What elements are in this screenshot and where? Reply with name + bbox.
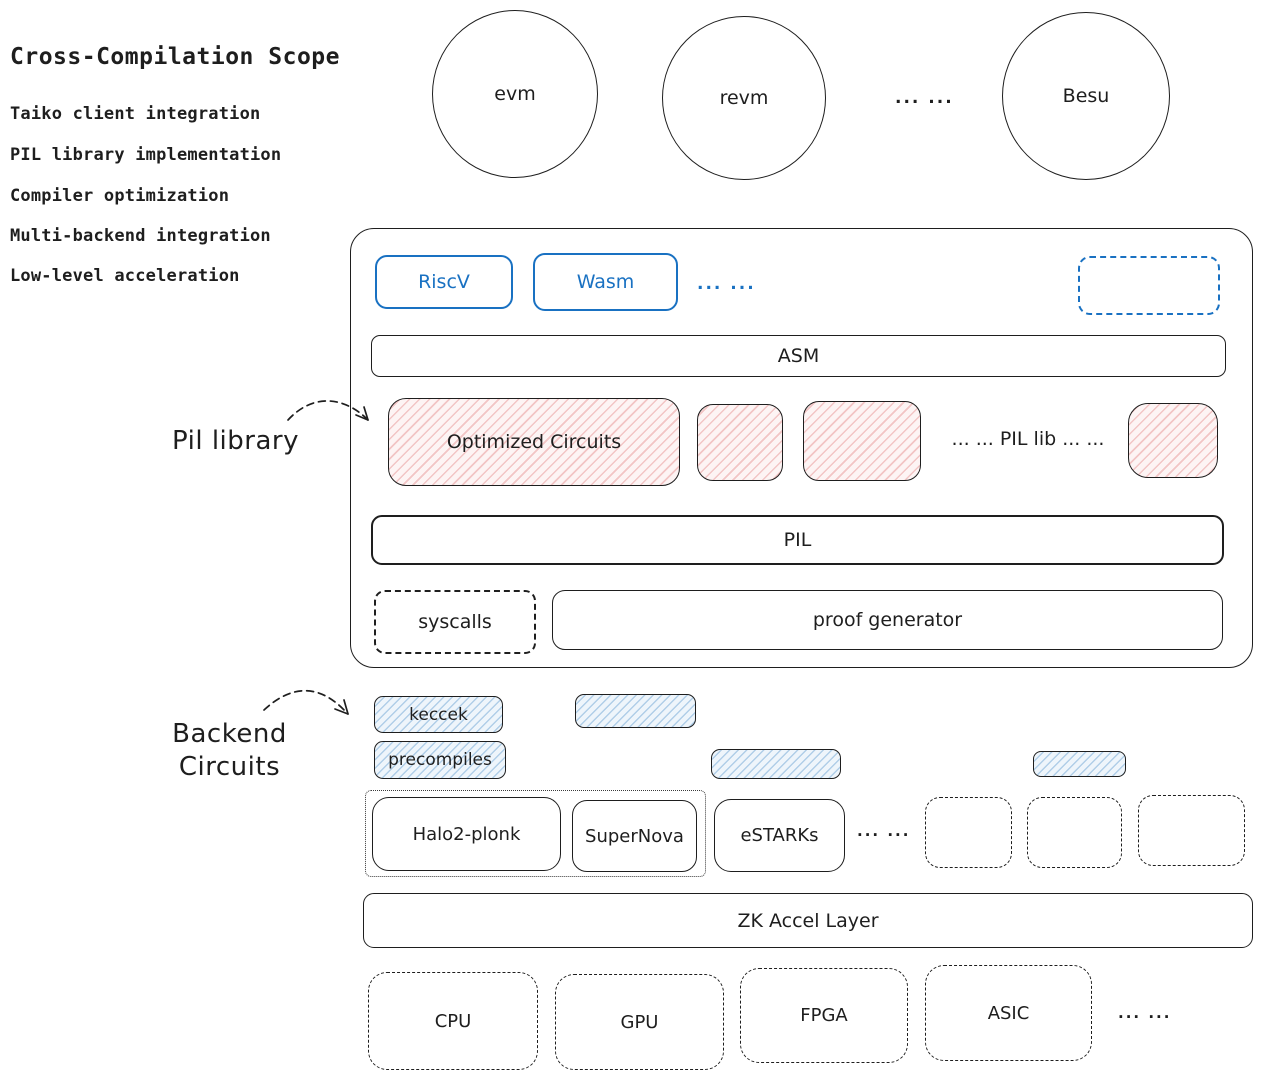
backend-annotation-line2: Circuits <box>178 751 281 782</box>
backend-annotation-line1: Backend <box>172 719 287 749</box>
node-fpga[interactable]: FPGA <box>740 968 908 1063</box>
syscalls-label: syscalls <box>418 611 492 633</box>
node-supernova[interactable]: SuperNova <box>572 800 697 872</box>
keccek-label: keccek <box>409 704 468 725</box>
pil-bar[interactable]: PIL <box>371 515 1224 565</box>
estarks-label: eSTARKs <box>740 825 819 846</box>
node-backend-circuit-2[interactable] <box>711 749 841 779</box>
scope-item-3: Compiler optimization <box>10 186 230 206</box>
node-keccek[interactable]: keccek <box>374 696 503 733</box>
node-optimized-circuits[interactable]: Optimized Circuits <box>388 398 680 486</box>
precompiles-label: precompiles <box>388 750 492 770</box>
fpga-label: FPGA <box>800 1005 848 1026</box>
node-proof-generator[interactable]: proof generator <box>552 590 1223 650</box>
node-backend-circuit-1[interactable] <box>575 694 696 728</box>
backend-circuits-arrow-icon <box>263 689 349 715</box>
targets-ellipsis: ... ... <box>697 274 756 294</box>
halo2-plonk-label: Halo2-plonk <box>412 823 521 845</box>
node-target-placeholder[interactable] <box>1078 256 1220 315</box>
node-pil-circuit-2[interactable] <box>803 401 921 481</box>
clients-ellipsis: ... ... <box>895 88 954 108</box>
node-pil-circuit-3[interactable] <box>1128 403 1218 478</box>
node-evm-label: evm <box>494 83 536 105</box>
node-estarks[interactable]: eSTARKs <box>714 799 845 872</box>
node-prover-placeholder-2[interactable] <box>1027 797 1122 868</box>
asm-bar[interactable]: ASM <box>371 335 1226 377</box>
node-gpu[interactable]: GPU <box>555 974 724 1070</box>
scope-item-2: PIL library implementation <box>10 145 282 165</box>
proof-generator-label: proof generator <box>812 609 963 631</box>
node-riscv-label: RiscV <box>418 271 470 293</box>
pil-library-annotation: Pil library <box>172 426 299 456</box>
node-evm[interactable]: evm <box>432 10 598 178</box>
node-wasm[interactable]: Wasm <box>533 253 678 311</box>
node-cpu[interactable]: CPU <box>368 972 538 1070</box>
scope-item-1: Taiko client integration <box>10 104 261 124</box>
node-halo2-plonk[interactable]: Halo2-plonk <box>372 797 561 871</box>
node-revm[interactable]: revm <box>662 16 826 180</box>
pil-library-arrow-icon <box>287 400 369 421</box>
node-backend-circuit-3[interactable] <box>1033 751 1126 777</box>
node-pil-circuit-1[interactable] <box>697 404 783 481</box>
gpu-label: GPU <box>620 1011 659 1033</box>
node-riscv[interactable]: RiscV <box>375 255 513 309</box>
node-besu[interactable]: Besu <box>1002 12 1170 180</box>
pil-label: PIL <box>783 529 812 551</box>
node-prover-placeholder-1[interactable] <box>925 797 1012 868</box>
asic-label: ASIC <box>987 1002 1030 1024</box>
zk-accel-layer-label: ZK Accel Layer <box>737 909 879 932</box>
asm-label: ASM <box>777 345 820 367</box>
zk-accel-layer-bar[interactable]: ZK Accel Layer <box>363 893 1253 948</box>
prover-group-outline[interactable] <box>365 790 706 877</box>
node-syscalls[interactable]: syscalls <box>374 590 536 654</box>
node-revm-label: revm <box>719 87 769 109</box>
supernova-label: SuperNova <box>585 825 684 847</box>
scope-item-4: Multi-backend integration <box>10 226 271 246</box>
scope-item-5: Low-level acceleration <box>10 266 240 286</box>
hardware-ellipsis: ... ... <box>1118 1004 1172 1022</box>
optimized-circuits-label: Optimized Circuits <box>446 431 622 453</box>
node-besu-label: Besu <box>1062 85 1110 107</box>
node-prover-placeholder-3[interactable] <box>1138 795 1245 866</box>
node-asic[interactable]: ASIC <box>925 965 1092 1061</box>
provers-ellipsis: ... ... <box>857 822 911 840</box>
cpu-label: CPU <box>434 1010 472 1032</box>
node-precompiles[interactable]: precompiles <box>374 741 506 779</box>
backend-circuits-annotation: Backend Circuits <box>162 718 297 783</box>
scope-title: Cross-Compilation Scope <box>10 44 340 70</box>
node-wasm-label: Wasm <box>576 271 635 293</box>
pil-lib-ellipsis-label: ... ... PIL lib ... ... <box>951 428 1105 450</box>
